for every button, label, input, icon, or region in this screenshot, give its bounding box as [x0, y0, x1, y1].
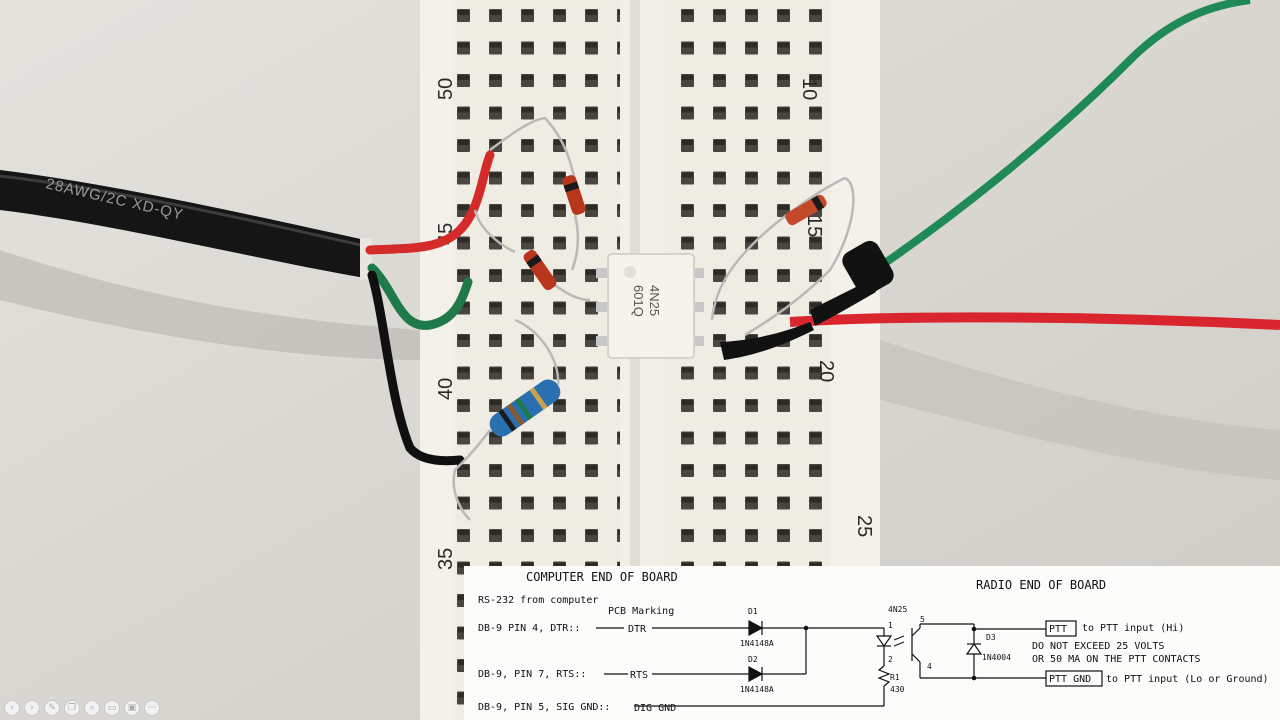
zoom-icon[interactable]: ⌕	[84, 700, 100, 716]
r1-value: 430	[890, 685, 905, 694]
more-icon[interactable]: ⋯	[144, 700, 160, 716]
wire-plug	[720, 240, 894, 360]
dtr-label: DTR	[628, 624, 647, 635]
ptt-hi-label: to PTT input (Hi)	[1082, 623, 1184, 634]
diode-d3	[785, 194, 827, 226]
copy-icon[interactable]: ❐	[64, 700, 80, 716]
row-number: 40	[435, 378, 457, 400]
rts-label: RTS	[630, 670, 648, 681]
radio-end-title: RADIO END OF BOARD	[976, 578, 1106, 592]
player-controls: ‹ › ✎ ❐ ⌕ ▭ ▣ ⋯	[4, 698, 160, 718]
ptt-box-label: PTT	[1049, 624, 1067, 635]
previous-icon[interactable]: ‹	[4, 700, 20, 716]
row-number: 25	[853, 515, 875, 537]
row-number: 20	[815, 360, 837, 382]
row-number: 15	[803, 215, 825, 237]
resistor-r1	[489, 379, 561, 437]
screen-icon[interactable]: ▣	[124, 700, 140, 716]
black-wire	[367, 270, 465, 466]
pen-icon[interactable]: ✎	[44, 700, 60, 716]
warning-line-2: OR 50 MA ON THE PTT CONTACTS	[1032, 654, 1201, 665]
board-shadow	[880, 340, 1280, 480]
pin4-label: DB-9 PIN 4, DTR::	[478, 623, 580, 634]
d2-label: D2	[748, 655, 758, 664]
caption-icon[interactable]: ▭	[104, 700, 120, 716]
schematic-diagram: COMPUTER END OF BOARD RADIO END OF BOARD…	[464, 566, 1280, 720]
ic-label: 4N25	[888, 605, 907, 614]
junction-dot	[971, 626, 977, 632]
row-number: 50	[435, 78, 457, 100]
led-light-arrows	[893, 635, 905, 647]
d3-label: D3	[986, 633, 996, 642]
d2-part: 1N4148A	[740, 685, 774, 694]
green-wire	[367, 263, 473, 330]
green-radio-wire	[857, 0, 1251, 284]
row-number: 10	[798, 78, 820, 100]
diode-d1	[562, 175, 586, 215]
pcb-marking-label: PCB Marking	[608, 606, 674, 617]
component-leads	[452, 116, 855, 521]
r1-label: R1	[890, 673, 900, 682]
pin5-label: DB-9, PIN 5, SIG GND::	[478, 702, 610, 713]
junction-dot	[971, 675, 977, 681]
ptt-gnd-box-label: PTT GND	[1049, 674, 1091, 685]
optocoupler-chip: 4N25 601Q	[596, 253, 704, 359]
d1-part: 1N4148A	[740, 639, 774, 648]
d3-part: 1N4004	[982, 653, 1011, 662]
diode-d2	[523, 249, 557, 291]
black-cable	[0, 170, 365, 278]
red-radio-wire	[789, 312, 1280, 330]
chip-label: 4N25	[647, 285, 662, 316]
chip-code: 601Q	[631, 285, 646, 317]
play-icon[interactable]: ›	[24, 700, 40, 716]
cable-highlight	[0, 174, 366, 248]
red-wire	[365, 150, 495, 255]
pin-number: 4	[927, 662, 932, 671]
d1-label: D1	[748, 607, 758, 616]
row-number: 35	[435, 548, 457, 570]
dig-gnd-label: DIG GND	[634, 703, 676, 714]
pin-number: 2	[888, 655, 893, 664]
pin7-label: DB-9, PIN 7, RTS::	[478, 669, 586, 680]
pin-number: 5	[920, 615, 925, 624]
computer-end-title: COMPUTER END OF BOARD	[526, 570, 678, 584]
junction-dot	[803, 625, 809, 631]
ptt-lo-label: to PTT input (Lo or Ground)	[1106, 674, 1269, 685]
pin-number: 1	[888, 621, 893, 630]
rs232-label: RS-232 from computer	[478, 595, 598, 606]
cable-shadow	[0, 250, 420, 360]
warning-line-1: DO NOT EXCEED 25 VOLTS	[1032, 641, 1164, 652]
